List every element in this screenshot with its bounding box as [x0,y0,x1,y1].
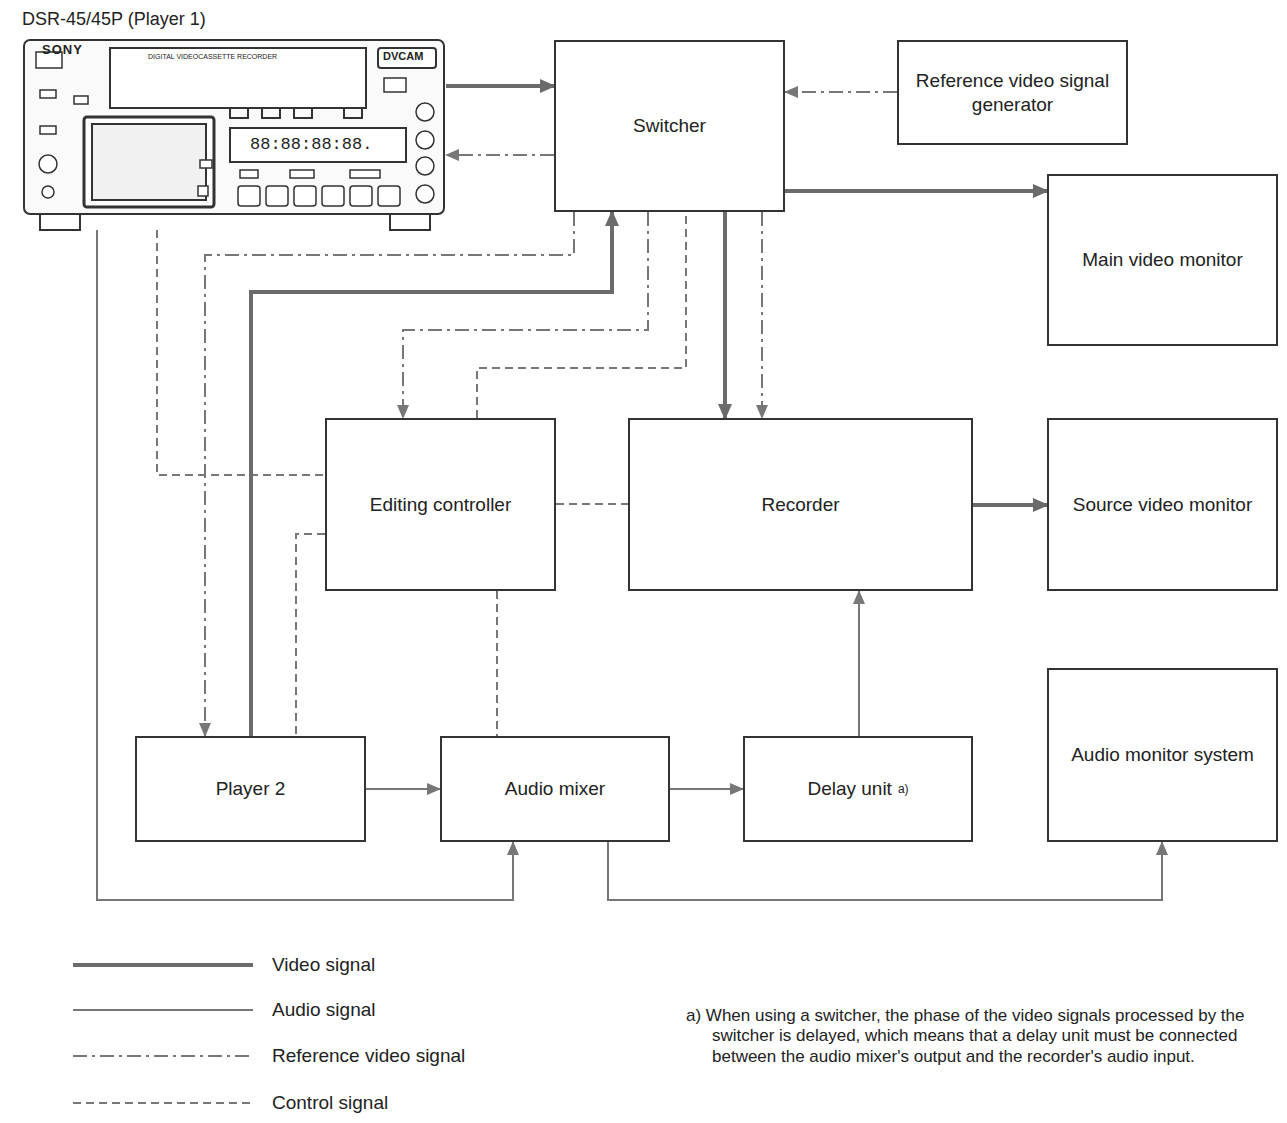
box-label: Source video monitor [1073,493,1253,517]
legend-text: Video signal [272,954,375,976]
component-box: Source video monitor [1047,418,1278,591]
component-box: Reference video signal generator [897,40,1128,145]
signal-line [446,154,554,156]
legend-text: Reference video signal [272,1045,465,1067]
component-box: Editing controller [325,418,556,591]
signal-line [296,534,325,736]
signal-line [785,91,897,93]
box-label: Switcher [633,114,706,138]
legend-text: Control signal [272,1092,388,1114]
signal-line [556,503,628,505]
box-label: DSR-45/45P (Player 1) [22,8,206,31]
component-box: Audio monitor system [1047,668,1278,842]
legend-sample [73,963,253,967]
footnote: a) When using a switcher, the phase of t… [686,1006,1256,1067]
legend-sample [73,1102,253,1104]
legend-text: Audio signal [272,999,376,1021]
box-label: Audio mixer [505,777,605,801]
device-illustration: DSR-45/45P (Player 1) [22,8,446,230]
signal-line [973,503,1047,507]
signal-line [608,842,1162,900]
component-box: Player 2 [135,736,366,842]
component-box: Recorder [628,418,973,591]
box-label: Main video monitor [1082,248,1243,272]
component-box: Main video monitor [1047,174,1278,346]
component-box: Delay unit a) [743,736,973,842]
box-label: Editing controller [370,493,512,517]
box-label: Delay unit [807,777,892,801]
device-marking: DVCAM [383,50,423,63]
component-box: Audio mixer [440,736,670,842]
signal-line [496,591,498,736]
device-marking: DIGITAL VIDEOCASSETTE RECORDER [148,53,277,61]
box-label: Player 2 [216,777,286,801]
signal-line [366,788,440,790]
signal-line [251,212,612,736]
signal-line [785,189,1047,193]
signal-line [858,591,860,736]
component-box: Switcher [554,40,785,212]
legend-sample [73,1055,253,1057]
box-label: Recorder [761,493,839,517]
box-label: Audio monitor system [1071,743,1254,767]
signal-line [477,212,686,418]
note-marker: a) [898,782,909,797]
signal-line [157,230,325,475]
device-marking: 88:88:88:88. [250,135,372,155]
legend-sample [73,1009,253,1011]
signal-line [761,212,763,418]
signal-line [723,212,727,418]
signal-line [446,84,554,88]
box-label: Reference video signal generator [909,69,1116,117]
signal-line [670,788,743,790]
device-marking: SONY [42,42,83,58]
